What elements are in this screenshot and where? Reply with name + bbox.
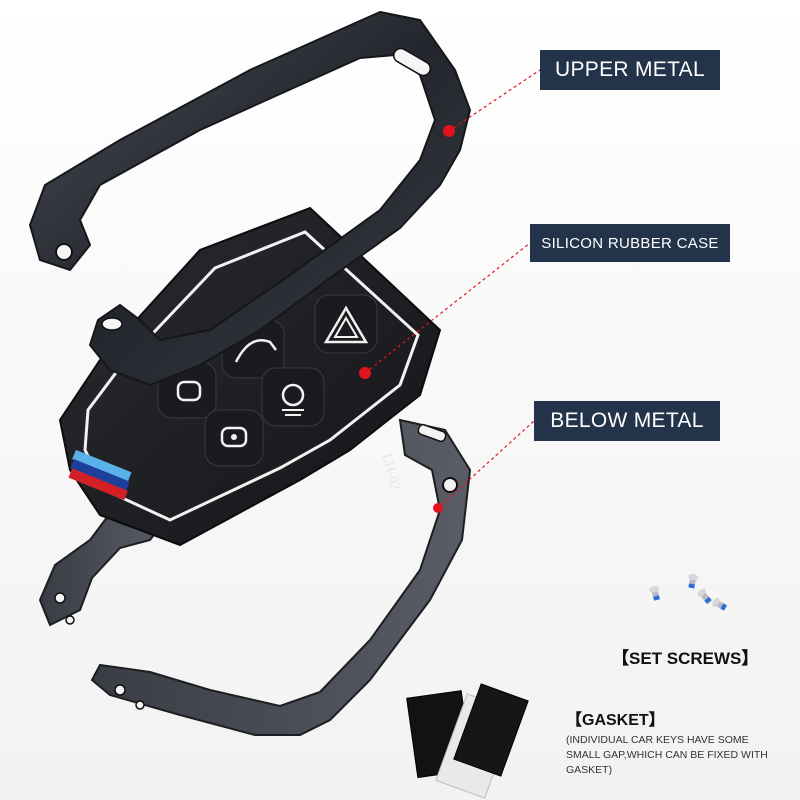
callout-upper bbox=[448, 69, 541, 132]
callout-lines bbox=[364, 69, 541, 509]
set-screws bbox=[649, 574, 727, 611]
callout-silicon bbox=[364, 242, 531, 374]
screw bbox=[697, 588, 713, 605]
color-stripe-badge bbox=[68, 449, 132, 501]
lock-icon bbox=[204, 409, 264, 467]
gasket-pads bbox=[406, 683, 529, 799]
upper-metal-frame bbox=[28, 10, 472, 387]
gasket-note: (INDIVIDUAL CAR KEYS HAVE SOME SMALL GAP… bbox=[566, 734, 768, 776]
below-metal-label: BELOW METAL bbox=[534, 401, 720, 441]
model-engraving: LH-02 bbox=[378, 452, 402, 492]
hazard-triangle-icon bbox=[314, 294, 378, 354]
upper-metal-label: UPPER METAL bbox=[540, 50, 720, 90]
silicon-rubber-case bbox=[58, 206, 442, 547]
lower-metal-frame bbox=[38, 418, 472, 736]
screw bbox=[649, 586, 660, 601]
silicon-rubber-case-label: SILICON RUBBER CASE bbox=[530, 224, 730, 262]
headlight-icon bbox=[261, 367, 325, 427]
set-screws-label: 【SET SCREWS】 bbox=[612, 649, 759, 668]
screw bbox=[688, 574, 699, 589]
gasket-label: 【GASKET】 bbox=[566, 712, 665, 729]
screw bbox=[712, 597, 727, 611]
key-buttons bbox=[157, 294, 378, 467]
